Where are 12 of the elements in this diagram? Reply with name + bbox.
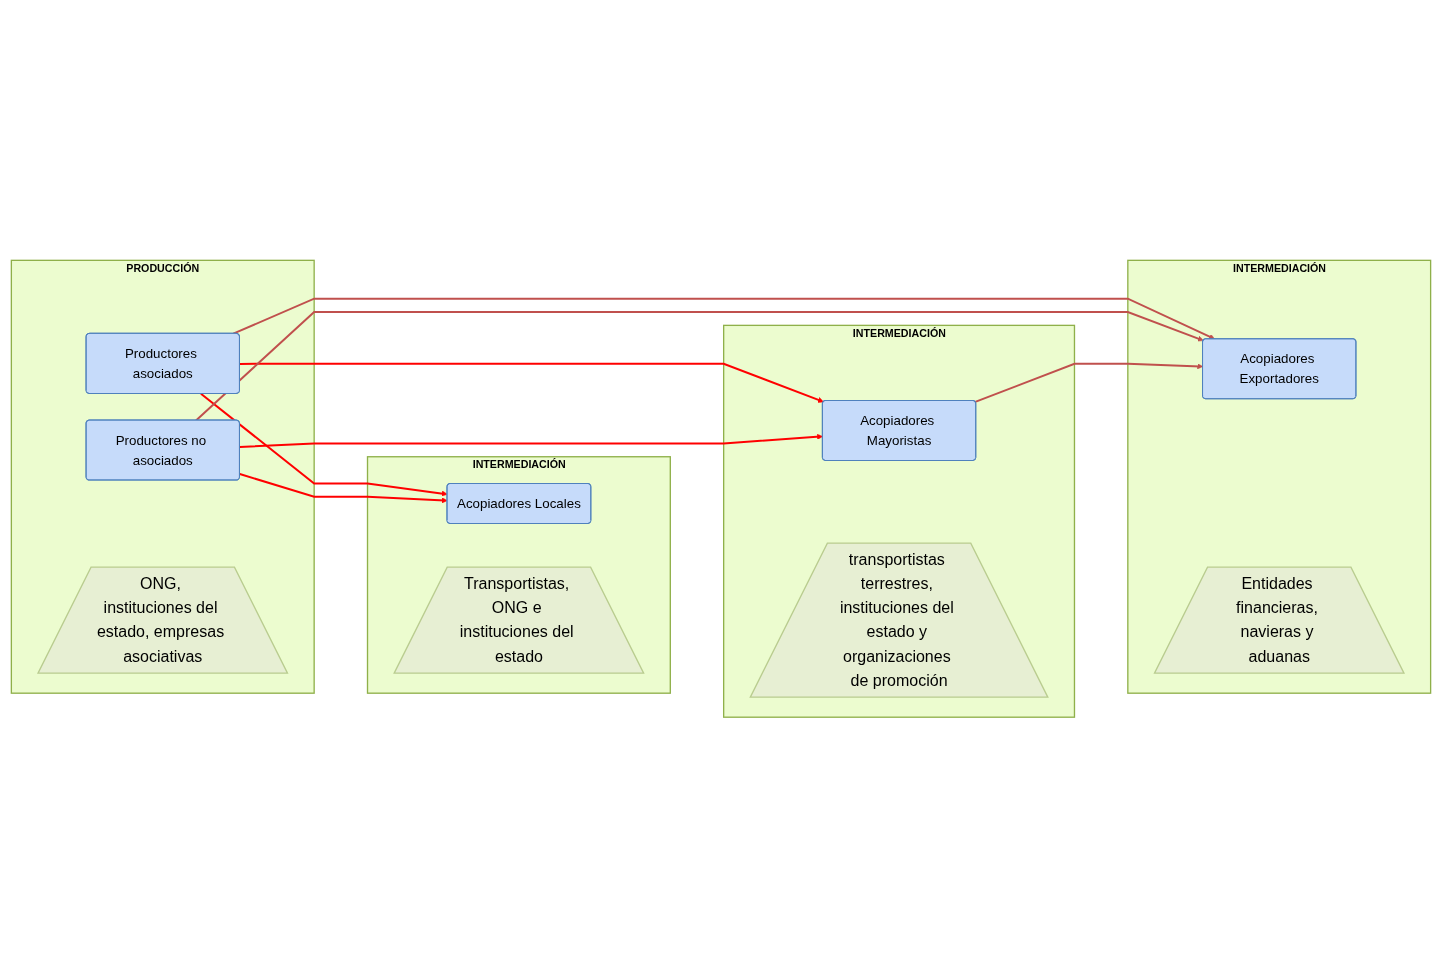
arrow xyxy=(974,362,1204,404)
cluster xyxy=(723,324,1076,719)
diagram: INTERMEDIACIÓN INTERMEDIACIÓN INTERMEDIACIÓN PRODUCCIÓN Productores asociados Productores no asociados ONG, instituciones del estado, empresas asociativas Acopiadores Locales Transportistas, ONG e instituciones del estado Acopiadores Mayoristas transportistas terrestres, instituciones del estado y organizaciones de promoción Acopiadores Exportadores Entidades financieras, navieras y aduanas xyxy=(6,255,1436,723)
cluster xyxy=(366,456,671,695)
arrow xyxy=(238,434,823,449)
arrow xyxy=(238,362,824,403)
arrow xyxy=(195,311,1204,422)
arrow xyxy=(238,473,448,504)
arrow xyxy=(232,297,1215,340)
arrow xyxy=(199,392,448,497)
cluster xyxy=(1127,259,1432,695)
cluster xyxy=(10,259,315,695)
